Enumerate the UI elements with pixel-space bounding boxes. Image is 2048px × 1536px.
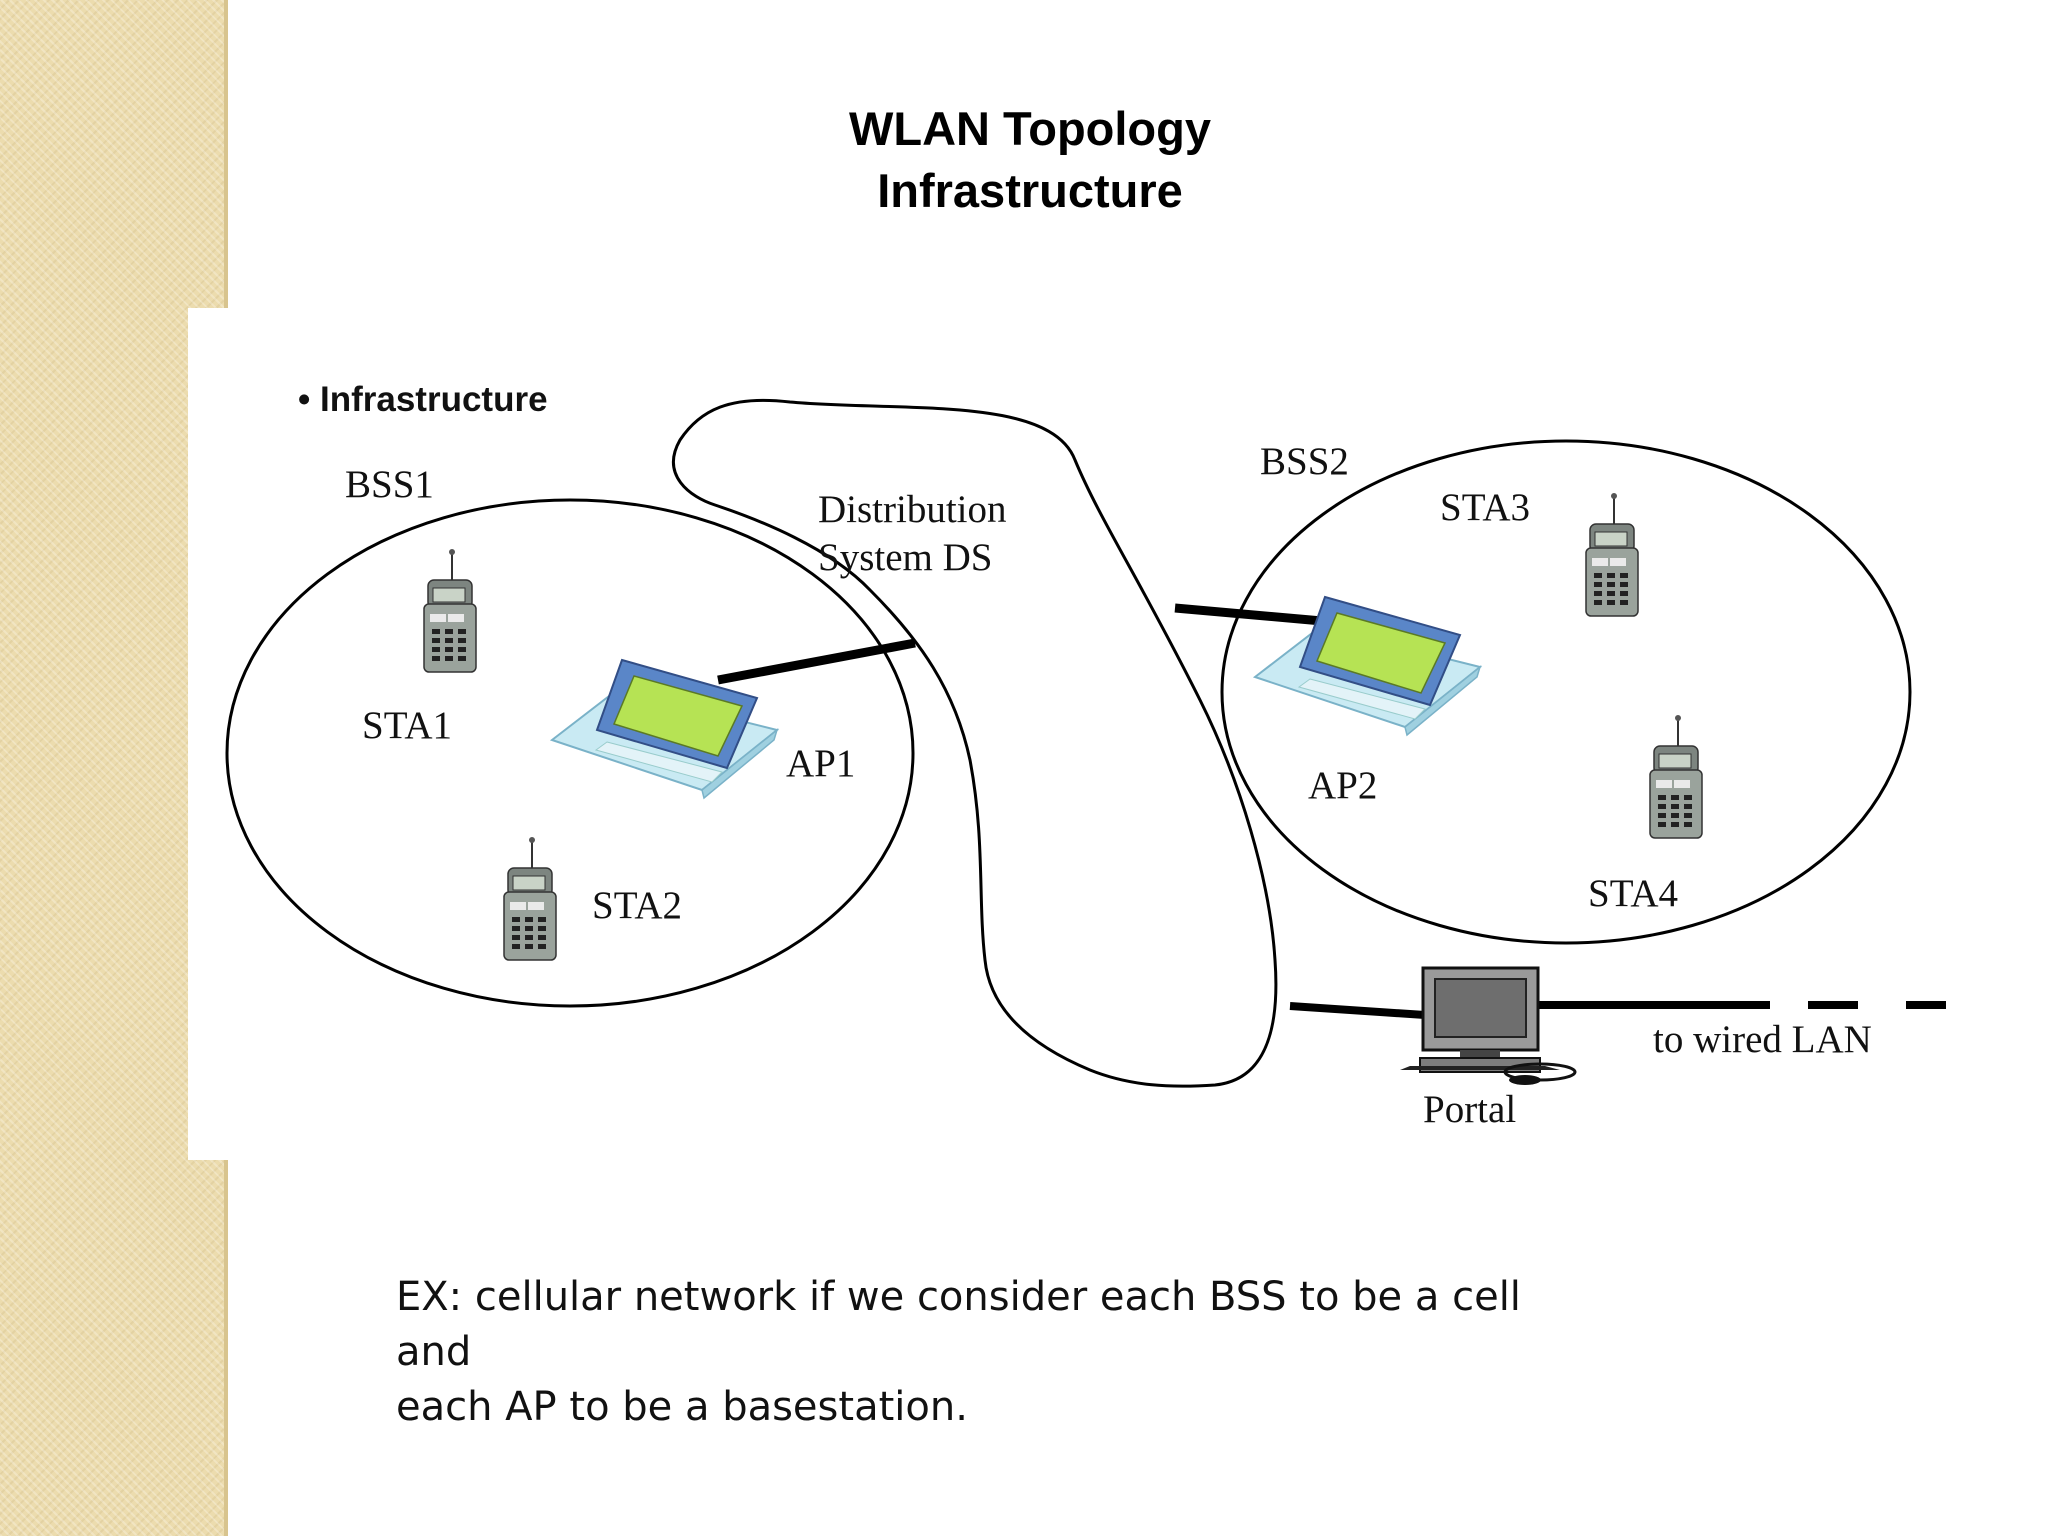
portal-ds-link: [1289, 1002, 1441, 1020]
ap1-ds-link: [717, 638, 916, 685]
bss1-ellipse: [225, 498, 915, 1008]
title-line-2: Infrastructure: [877, 164, 1183, 217]
portal-computer-icon: [1400, 966, 1577, 1085]
sta2-phone-icon: [503, 836, 557, 961]
sta3-phone-icon: [1585, 492, 1639, 617]
ds-label-line-2: System DS: [818, 536, 992, 579]
ds-label-line-1: Distribution: [818, 488, 1007, 531]
portal-label: Portal: [1423, 1088, 1516, 1131]
wired-lan-label: to wired LAN: [1653, 1018, 1872, 1061]
sta4-label: STA4: [1588, 872, 1678, 915]
caption-text: EX: cellular network if we consider each…: [396, 1270, 1696, 1435]
caption-line-3: each AP to be a basestation.: [396, 1384, 968, 1430]
distribution-system-region: [672, 398, 1278, 1088]
sta1-phone-icon: [423, 548, 477, 673]
sta3-label: STA3: [1440, 486, 1530, 529]
bss2-ellipse: [1220, 439, 1912, 945]
bss2-label: BSS2: [1260, 440, 1349, 483]
ap1-label: AP1: [786, 742, 855, 785]
sta4-phone-icon: [1649, 714, 1703, 839]
caption-line-1: EX: cellular network if we consider each…: [396, 1274, 1521, 1320]
slide-title: WLAN Topology Infrastructure: [720, 98, 1340, 222]
ap2-label: AP2: [1308, 764, 1377, 807]
figure-heading: • Infrastructure: [298, 380, 548, 419]
sta2-label: STA2: [592, 884, 682, 927]
figure-panel: [188, 308, 2048, 1160]
caption-line-2: and: [396, 1329, 472, 1375]
ap1-laptop-icon: [551, 659, 778, 799]
title-line-1: WLAN Topology: [849, 102, 1211, 155]
bss1-label: BSS1: [345, 463, 434, 506]
sta1-label: STA1: [362, 704, 452, 747]
ap2-ds-link: [1174, 603, 1323, 626]
